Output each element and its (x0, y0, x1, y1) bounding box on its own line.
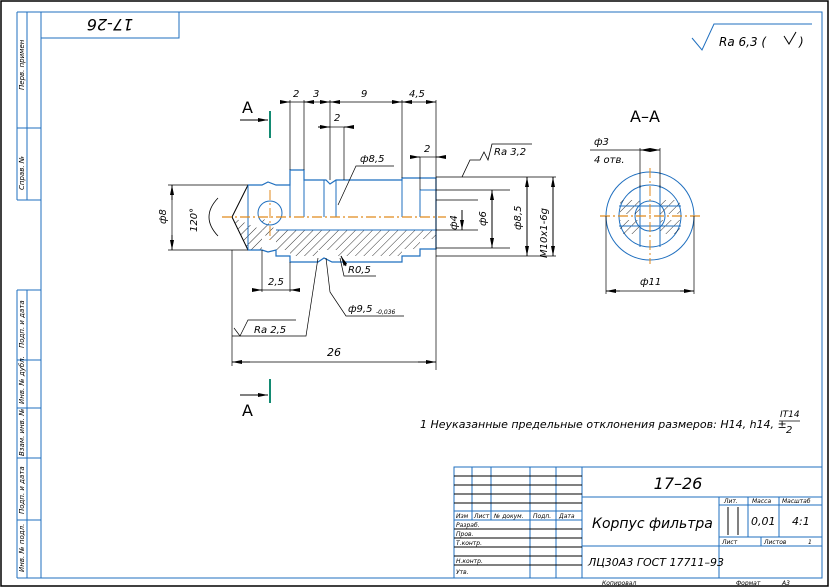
note-fraction-numerator: IT14 (780, 410, 800, 420)
rotated-drawing-number: 17-26 (87, 15, 134, 34)
section-marker-top: А (240, 98, 271, 138)
dim-phi-8: ф8 (158, 209, 169, 224)
dim-phi-3: ф3 (594, 137, 609, 148)
header-sign: Подп. (533, 513, 551, 520)
roughness-ra-2-5: Ra 2,5 (254, 325, 286, 336)
label-sheets: Листов (763, 539, 787, 546)
header-date: Дата (558, 513, 575, 520)
header-doc-no: № докум. (493, 513, 524, 520)
role-norm-control: Н.контр. (456, 558, 483, 565)
dim-2-groove: 2 (334, 113, 340, 124)
label-scale: Масштаб (782, 498, 811, 505)
dim-3: 3 (313, 89, 319, 100)
dimensions-main: 2 3 9 4,5 2 2 ф8,5 ф8 120° ф4 ф6 (158, 89, 556, 370)
roughness-ra-3-2-symbol (461, 143, 532, 178)
stamp-reference-no: Справ. № (18, 156, 26, 190)
dim-2-end: 2 (424, 144, 430, 155)
dim-angle-120: 120° (189, 208, 200, 232)
dim-thread: M10x1-6g (539, 208, 550, 258)
dim-phi-8-5: ф8,5 (513, 206, 524, 230)
dim-2-5: 2,5 (268, 277, 284, 288)
general-roughness: Ra 6,3 ( ) (691, 23, 812, 51)
role-tech-control: Т.контр. (456, 540, 482, 547)
value-format: А3 (781, 580, 790, 587)
note-fraction-denominator: 2 (786, 425, 792, 436)
section-title: А–А (630, 107, 660, 126)
dim-phi-11: ф11 (640, 277, 661, 288)
stamp-replace-inv: Взам. инв. № (18, 408, 26, 456)
label-lit: Лит. (723, 498, 738, 505)
title-material: ЛЦ30А3 ГОСТ 17711–93 (587, 556, 724, 569)
dim-phi-8-5-top: ф8,5 (360, 154, 384, 165)
label-mass: Масса (752, 498, 771, 505)
note-text: 1 Неуказанные предельные отклонения разм… (420, 418, 787, 431)
section-label-top: А (242, 98, 253, 117)
title-block: Изм Лист № докум. Подп. Дата Разраб. Про… (453, 466, 823, 587)
general-roughness-suffix: ) (798, 35, 804, 49)
roughness-ra-3-2: Ra 3,2 (494, 147, 526, 158)
dim-phi-9-5: ф9,5 (348, 304, 372, 315)
stamp-dup-inv: Инв. № дубл. (18, 356, 26, 404)
dim-phi-6: ф6 (478, 211, 489, 226)
role-checker: Пров. (456, 531, 474, 538)
label-copied: Копировал (602, 580, 636, 587)
value-sheets: 1 (808, 539, 812, 546)
value-scale: 4:1 (792, 515, 810, 528)
stamp-sign-date-2: Подп. и дата (18, 466, 26, 514)
left-stamp-strip: Перв. примен Справ. № Подп. и дата Инв. … (16, 11, 41, 579)
section-label-bottom: А (242, 401, 253, 420)
stamp-first-use: Перв. примен (18, 39, 26, 90)
general-roughness-label: Ra 6,3 ( (719, 35, 767, 49)
role-approved: Утв. (456, 569, 469, 576)
title-designation: 17–26 (654, 474, 703, 493)
dim-4-holes: 4 отв. (594, 155, 625, 166)
drawing-frame (40, 11, 823, 579)
dim-phi-9-5-tolerance: -0,036 (376, 309, 396, 316)
dim-2-first: 2 (293, 89, 299, 100)
dim-9: 9 (361, 89, 367, 100)
header-list: Лист (473, 513, 490, 520)
dim-4-5: 4,5 (409, 89, 425, 100)
rotated-number-box: 17-26 (40, 11, 180, 39)
roughness-ra-2-5-symbol (233, 319, 296, 337)
section-view: А–А ф3 4 отв. ф11 (590, 107, 700, 294)
role-developer: Разраб. (456, 522, 480, 529)
stamp-sign-date-1: Подп. и дата (18, 300, 26, 348)
dim-r-0-5: R0,5 (348, 265, 371, 276)
dim-26: 26 (327, 346, 341, 359)
technical-note: 1 Неуказанные предельные отклонения разм… (420, 410, 800, 436)
label-format: Формат (736, 580, 761, 587)
roughness-check-icon (783, 31, 797, 45)
dim-phi-4: ф4 (449, 215, 460, 230)
main-view (222, 169, 446, 263)
label-sheet: Лист (721, 539, 738, 546)
value-mass: 0,01 (751, 515, 776, 528)
stamp-orig-inv: Инв. № подл. (18, 524, 26, 572)
section-marker-bottom: А (240, 379, 271, 420)
title-part-name: Корпус фильтра (592, 516, 713, 532)
header-izm: Изм (456, 513, 469, 520)
